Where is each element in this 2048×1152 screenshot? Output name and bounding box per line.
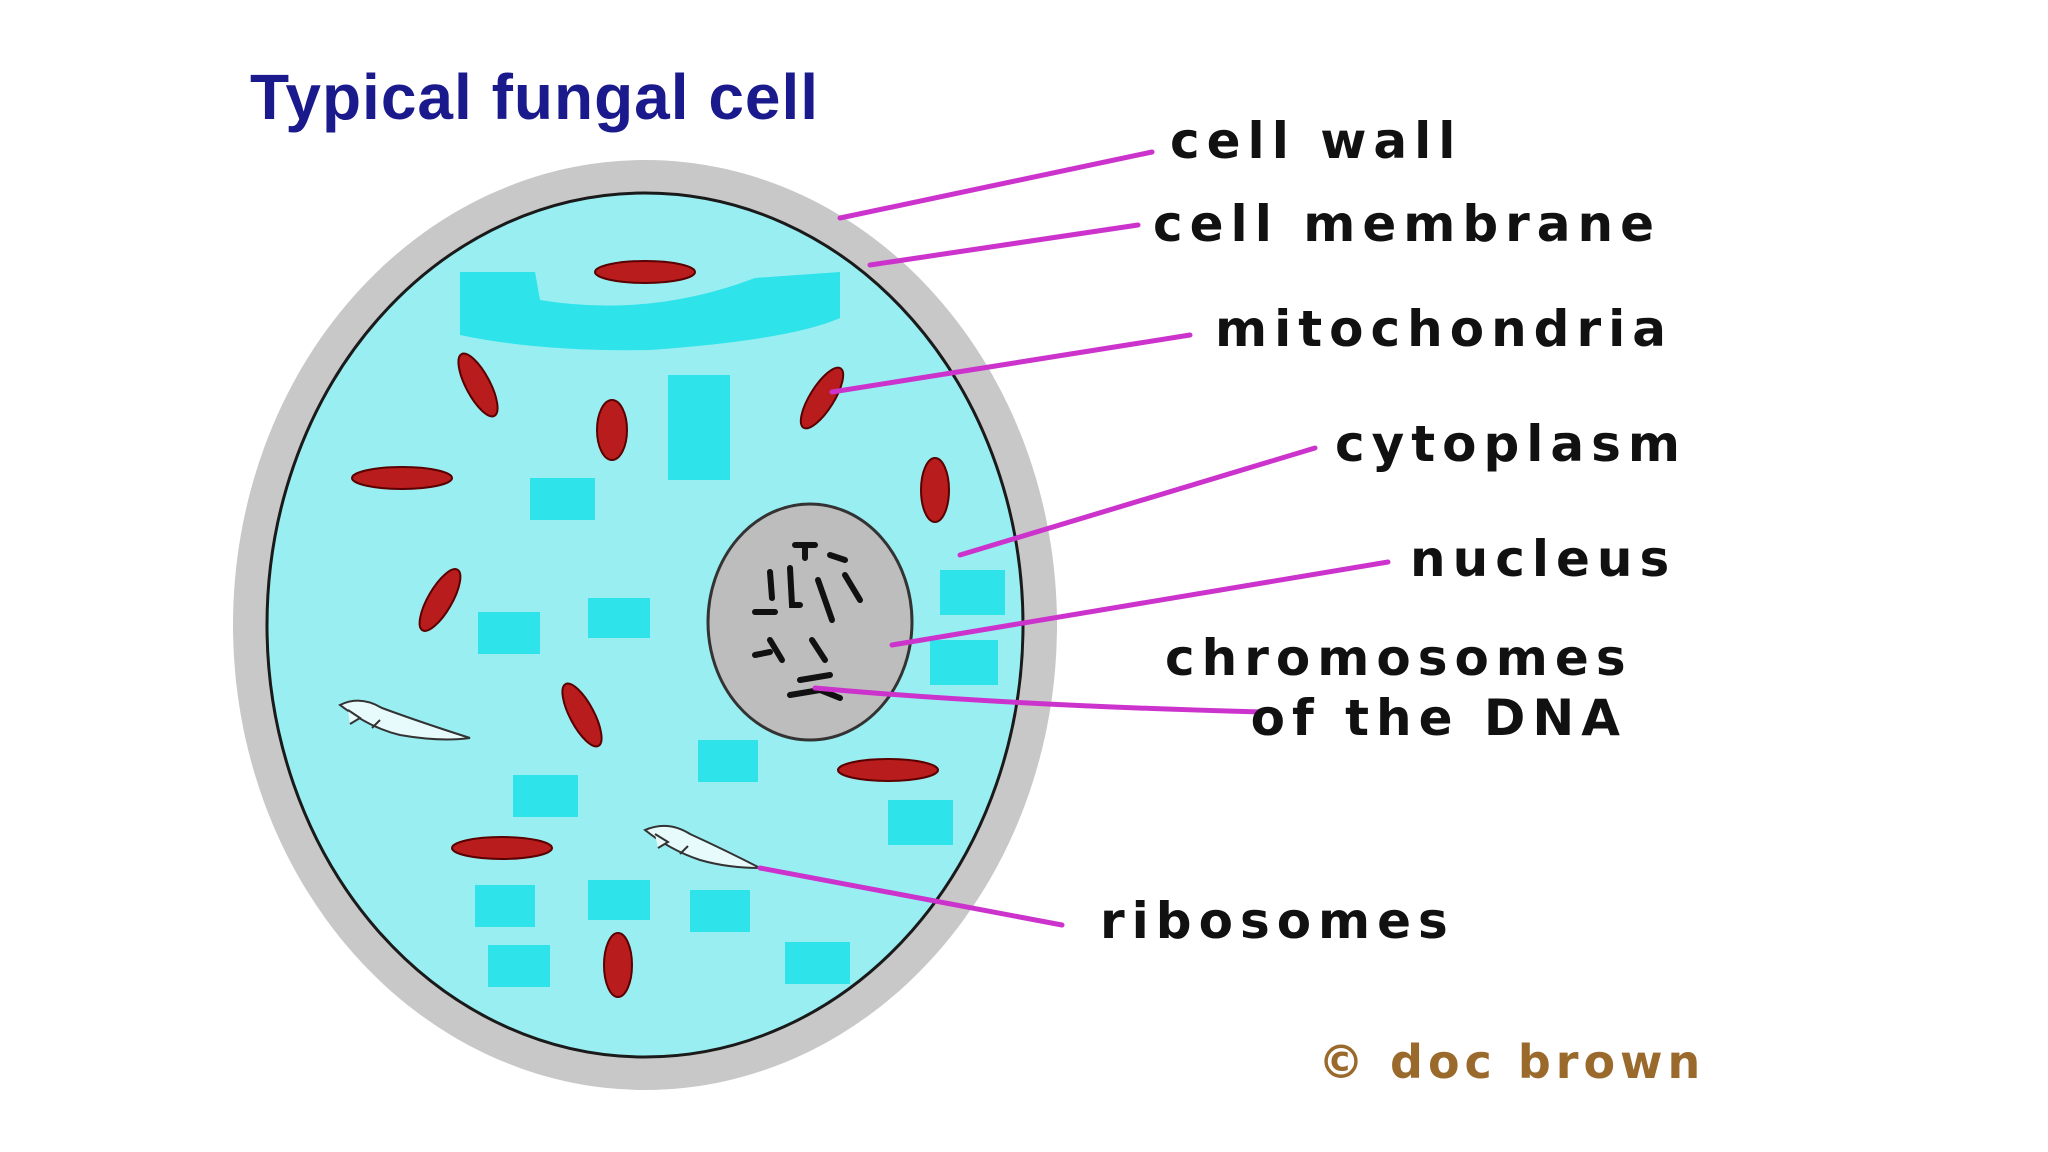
label-cell-membrane: cell membrane xyxy=(1153,195,1662,253)
vacuole xyxy=(888,800,953,845)
label-mitochondria: mitochondria xyxy=(1215,300,1673,358)
ribosomes xyxy=(338,699,761,869)
chromosome xyxy=(827,552,848,563)
label-cell-wall: cell wall xyxy=(1170,112,1463,170)
ribosome xyxy=(654,833,689,855)
vacuole xyxy=(785,942,850,984)
mitochondrion xyxy=(451,836,553,860)
chromosome xyxy=(809,637,828,663)
vacuole xyxy=(940,570,1005,615)
chromosome xyxy=(797,672,833,683)
mitochondrion xyxy=(799,366,845,430)
leader-line-cell-wall xyxy=(837,149,1155,221)
ribosome xyxy=(338,699,471,741)
vacuole-large xyxy=(460,272,840,351)
vacuoles xyxy=(460,272,1005,987)
leader-line-nucleus xyxy=(889,559,1391,648)
ribosome xyxy=(347,709,381,729)
vacuole xyxy=(930,640,998,685)
leader-line-chromosomes xyxy=(812,685,1265,715)
chromosome xyxy=(787,565,803,608)
vacuole xyxy=(668,375,730,480)
leader-lines xyxy=(757,149,1391,928)
mitochondrion xyxy=(603,932,633,998)
mitochondrion xyxy=(920,457,950,523)
vacuole xyxy=(513,775,578,817)
label-chromosomes-line1: chromosomes xyxy=(1165,629,1633,687)
label-cytoplasm: cytoplasm xyxy=(1335,415,1688,473)
mitochondrion xyxy=(596,399,628,461)
label-chromosomes-line2: of the DNA xyxy=(1250,689,1627,747)
vacuole xyxy=(530,478,595,520)
label-nucleus: nucleus xyxy=(1410,530,1677,588)
vacuole xyxy=(588,880,650,920)
label-chromosomes: chromosomes of the DNA xyxy=(1165,628,1633,748)
vacuole xyxy=(588,598,650,638)
mitochondrion xyxy=(351,466,453,490)
diagram-title: Typical fungal cell xyxy=(250,61,820,133)
vacuole xyxy=(698,740,758,782)
vacuole xyxy=(478,612,540,654)
label-ribosomes: ribosomes xyxy=(1100,892,1455,950)
leader-line-ribosomes xyxy=(757,865,1065,928)
leader-line-mitochondria xyxy=(829,332,1193,395)
vacuole xyxy=(690,890,750,932)
nucleus xyxy=(706,502,914,742)
mitochondrion xyxy=(418,568,462,632)
leader-line-cell-membrane xyxy=(867,222,1141,268)
vacuole xyxy=(488,945,550,987)
chromosome xyxy=(842,572,863,603)
mitochondrion xyxy=(837,758,939,782)
vacuole xyxy=(475,885,535,927)
mitochondrion xyxy=(594,260,696,284)
mitochondrion xyxy=(457,352,499,418)
chromosome xyxy=(767,569,775,601)
mitochondrion xyxy=(561,682,603,748)
chromosome xyxy=(752,649,773,658)
chromosome xyxy=(815,577,835,623)
mitochondria xyxy=(351,260,950,998)
chromosome xyxy=(767,637,785,663)
leader-line-cytoplasm xyxy=(957,445,1318,558)
credit-text: © doc brown xyxy=(1318,1035,1706,1089)
chromosome xyxy=(792,542,818,561)
